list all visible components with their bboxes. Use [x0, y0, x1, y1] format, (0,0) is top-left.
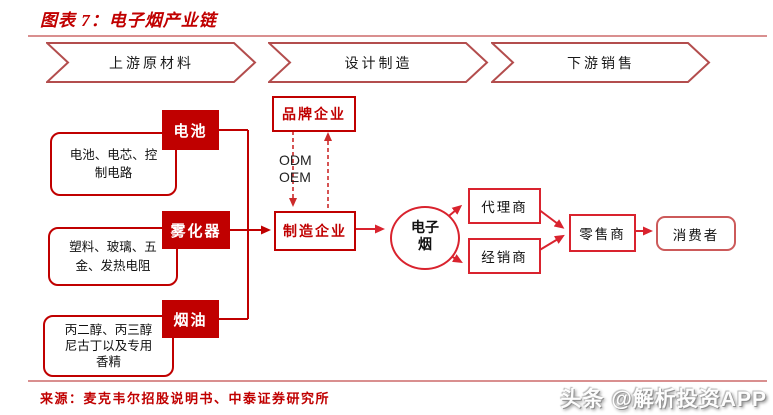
stage-chevron-upstream: 上游原材料 — [46, 42, 257, 83]
atomizer-tag: 雾化器 — [162, 211, 230, 249]
consumer-box: 消费者 — [656, 216, 736, 251]
atomizer-detail-box: 塑料、玻璃、五 金、发热电阻 — [48, 227, 178, 286]
retailer-box: 零售商 — [569, 214, 636, 252]
source-note: 来源：麦克韦尔招股说明书、中泰证券研究所 — [40, 391, 331, 406]
footer-rule — [28, 380, 767, 382]
brand-company-box: 品牌企业 — [272, 96, 356, 132]
manufacturer-box: 制造企业 — [274, 211, 356, 251]
agent-retailer-arrow — [537, 208, 565, 229]
agent-box: 代理商 — [468, 188, 541, 224]
product-ellipse: 电子 烟 — [390, 206, 460, 270]
eliquid-tag: 烟油 — [162, 300, 219, 338]
distributor-box: 经销商 — [468, 238, 541, 274]
title-underline — [28, 35, 767, 37]
page-title: 图表 7：电子烟产业链 — [40, 11, 217, 30]
odm-oem-label: ODM OEM — [279, 152, 312, 186]
oem-label: OEM — [279, 169, 311, 185]
odm-label: ODM — [279, 152, 312, 168]
stage-label: 设计制造 — [344, 56, 413, 72]
watermark: 头条 @解析投资APP — [560, 388, 767, 411]
eliquid-detail-box: 丙二醇、丙三醇 尼古丁以及专用 香精 — [43, 315, 174, 377]
distributor-retailer-arrow — [537, 234, 565, 252]
chevron-arrow-icon — [46, 42, 257, 83]
stage-chevron-downstream: 下游销售 — [491, 42, 711, 83]
stage-chevron-design: 设计制造 — [268, 42, 489, 83]
battery-detail-box: 电池、电芯、控 制电路 — [50, 132, 177, 196]
stage-label: 上游原材料 — [109, 56, 194, 72]
chevron-arrow-icon — [268, 42, 489, 83]
chevron-arrow-icon — [491, 42, 711, 83]
stage-label: 下游销售 — [567, 56, 635, 72]
battery-tag: 电池 — [162, 110, 219, 150]
